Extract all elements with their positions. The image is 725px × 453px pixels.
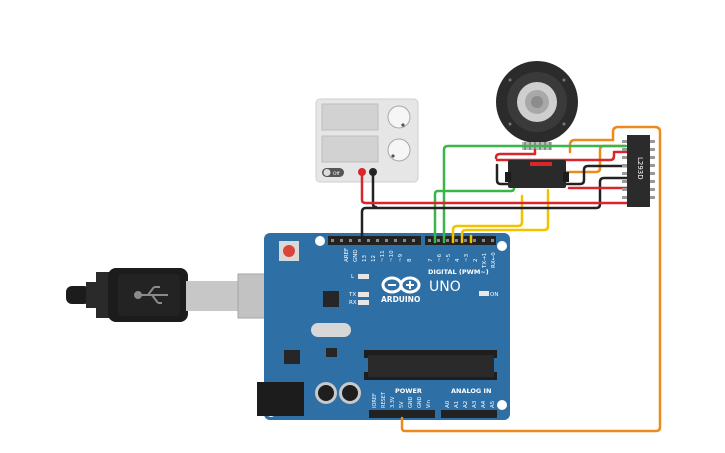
pin-label-a4: A4 [481,400,487,408]
pin-label-10: ~10 [389,250,395,262]
usb-symbol-icon [134,286,168,304]
led-tx: TX [348,292,369,298]
model-label: UNO [429,279,461,295]
pin-label-6: ~6 [437,253,443,262]
pin-label-2: 2 [473,259,479,263]
pin-label-13: 13 [362,255,368,262]
wire-yellow-1[interactable] [451,194,524,244]
pin-label-4: 4 [455,258,461,262]
power-header-label: POWER [395,387,422,395]
pin-label-reset: RESET [381,391,387,408]
pin-label-1: TX→1 [482,253,488,269]
power-switch[interactable]: Off [322,168,344,177]
usb-chip [323,291,339,307]
pin-label-a5: A5 [490,400,496,408]
dc-motor[interactable] [496,61,578,150]
pin-label-0: RX←0 [491,252,497,268]
led-on: ON [479,291,498,298]
svg-text:L: L [351,274,355,280]
svg-text:RX: RX [349,300,357,306]
power-jack [257,382,304,416]
wire-orange-5v[interactable] [400,125,662,433]
wire-black-motor[interactable] [495,163,629,186]
reset-button[interactable] [279,241,299,261]
voltage-regulator [284,350,300,364]
crystal-oscillator [311,323,351,337]
dc-power-supply[interactable]: Off [315,98,419,183]
wire-yellow-2[interactable] [460,188,550,244]
wire-red-motor-1[interactable] [495,150,629,162]
led-l: L [351,274,369,280]
l293d-driver-chip[interactable]: L293D [622,135,655,207]
wire-green-1[interactable] [433,178,516,244]
driver-chip-label: L293D [636,157,644,180]
pin-label-11: ~11 [380,250,386,262]
capacitor-2 [339,382,361,404]
pin-label-5v: 5V [399,401,405,408]
svg-text:ON: ON [490,292,498,298]
wire-red-supply[interactable] [360,170,630,205]
pin-label-3v3: 3.3V [390,396,396,408]
wire-red-motor-2[interactable] [494,148,537,160]
arduino-uno-board[interactable]: AREF GND 13 12 ~11 ~10 ~9 8 7 ~6 ~5 4 ~3… [257,233,510,420]
pin-label-5: ~5 [446,253,452,262]
pin-label-9: ~9 [398,253,404,262]
pin-label-7: 7 [428,258,434,262]
pin-label-gnd-1: GND [408,396,414,408]
small-ic [326,348,337,357]
pin-label-ioref: IOREF [372,393,378,408]
power-switch-label: Off [333,171,341,177]
wiring [360,125,662,433]
motor-connector-module[interactable] [505,160,569,188]
digital-header-label: DIGITAL (PWM~) [428,268,489,276]
pin-label-gnd-2: GND [417,396,423,408]
wire-green-2[interactable] [442,144,628,244]
analog-header-label: ANALOG IN [451,387,491,395]
pin-label-gnd: GND [353,249,359,262]
pin-label-3: ~3 [464,253,470,262]
wire-black-gnd[interactable] [360,176,629,244]
voltage-knob[interactable] [387,105,411,129]
brand-label: ARDUINO [381,295,420,304]
pin-label-vin: Vin [426,400,432,408]
atmega-microcontroller [364,350,497,380]
arduino-logo-icon [381,276,421,294]
pin-label-a1: A1 [454,401,460,408]
pin-label-a3: A3 [472,400,478,408]
pin-label-12: 12 [371,255,377,262]
pin-label-aref: AREF [344,248,350,262]
capacitor-1 [315,382,337,404]
pin-label-8: 8 [407,258,413,262]
pin-label-a2: A2 [463,401,469,408]
led-rx: RX [349,300,369,306]
current-knob[interactable] [387,138,411,162]
pin-label-a0: A0 [445,400,451,408]
svg-text:TX: TX [348,292,356,298]
